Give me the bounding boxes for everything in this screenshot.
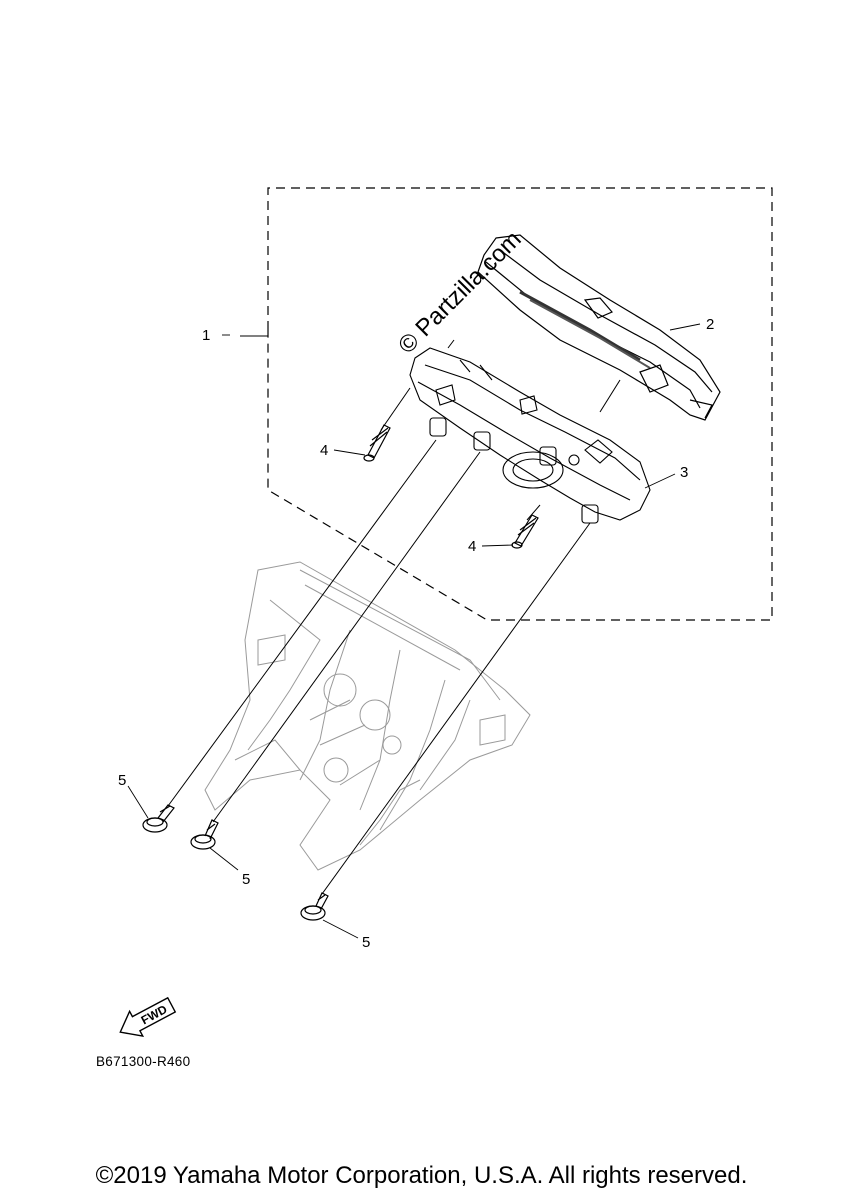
bolt-5-middle [190, 819, 219, 850]
leader-lines [127, 323, 701, 939]
callout-4-upper: 4 [320, 442, 328, 459]
meter-body [409, 347, 651, 524]
bolt-5-right [300, 892, 329, 921]
screw-4-upper [363, 424, 391, 462]
callout-5-left: 5 [118, 772, 126, 789]
meter-bracket-ghost [204, 561, 531, 871]
bolt-5-left [142, 804, 175, 833]
assembly-boundary [267, 187, 773, 621]
assembly-guide-lines [167, 339, 621, 895]
callout-4-lower: 4 [468, 538, 476, 555]
diagram-code: B671300-R460 [96, 1054, 190, 1069]
copyright-notice: ©2019 Yamaha Motor Corporation, U.S.A. A… [95, 1162, 748, 1189]
callout-2: 2 [706, 316, 714, 333]
callout-1: 1 [202, 327, 210, 344]
watermark: © Partzilla.com [393, 226, 526, 359]
callout-3: 3 [680, 464, 688, 481]
meter-assembly-lens [477, 234, 721, 421]
callout-5-right: 5 [362, 934, 370, 951]
callout-5-middle: 5 [242, 871, 250, 888]
fwd-arrow-icon: FWD [119, 996, 177, 1037]
screw-4-lower [511, 514, 539, 549]
